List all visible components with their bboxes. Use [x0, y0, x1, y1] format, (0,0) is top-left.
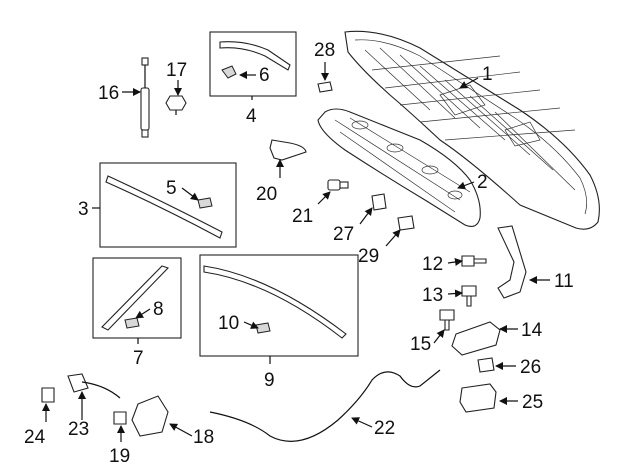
callout-26: 26	[520, 357, 541, 378]
hinge-11-part	[497, 225, 527, 299]
hood-insulator	[317, 108, 481, 227]
bracket-20	[269, 139, 307, 161]
callout-24: 24	[24, 427, 46, 448]
callout-8: 8	[153, 299, 164, 320]
latch-14-part	[451, 321, 501, 356]
seal-9	[203, 265, 347, 339]
bumper-28	[317, 81, 333, 93]
callout-15: 15	[410, 334, 431, 355]
callout-19: 19	[109, 446, 130, 467]
callout-6: 6	[259, 65, 270, 86]
cable-23-part	[67, 373, 89, 393]
latch-18-part	[131, 395, 169, 437]
bolt-12-part	[461, 255, 487, 267]
bumper-26-part	[477, 357, 495, 373]
strut-stud	[165, 95, 187, 115]
callout-1: 1	[482, 64, 493, 85]
box-9	[199, 254, 359, 357]
hood-strut	[140, 57, 150, 138]
bumper-27-part	[371, 193, 387, 211]
callout-labels: 1 2 3 4 5 6 7 8 9 10 11 12 13 14 15 16 1…	[24, 40, 574, 467]
callout-3: 3	[78, 199, 89, 220]
bolt-13-part	[461, 285, 477, 307]
callout-27: 27	[333, 224, 354, 245]
callout-4: 4	[246, 106, 257, 127]
box-7	[92, 257, 182, 339]
callout-5: 5	[166, 178, 177, 199]
callout-17: 17	[166, 60, 187, 81]
callout-25: 25	[522, 392, 543, 413]
callout-12: 12	[422, 254, 443, 275]
callout-21: 21	[292, 206, 313, 227]
seal-7	[101, 265, 170, 331]
bumper-29-part	[397, 215, 415, 231]
box-4	[209, 31, 297, 97]
bolt-19-part	[113, 411, 127, 425]
clip-5-part	[197, 197, 213, 209]
clip-6-part	[221, 65, 237, 79]
leader-lines	[42, 62, 550, 442]
callout-10: 10	[218, 313, 239, 334]
bolt-24-part	[41, 387, 55, 403]
seal-4	[219, 41, 291, 71]
callout-11: 11	[554, 271, 574, 292]
callout-9: 9	[264, 370, 275, 391]
striker-25-part	[459, 383, 497, 413]
bolt-15-part	[439, 309, 455, 331]
callout-20: 20	[256, 184, 277, 205]
release-cable-22	[209, 369, 441, 442]
seal-3	[105, 175, 223, 239]
callout-22: 22	[374, 418, 395, 439]
box-3	[99, 162, 237, 248]
callout-28: 28	[314, 40, 335, 61]
callout-23: 23	[68, 419, 89, 440]
callout-14: 14	[521, 320, 543, 341]
clip-10-part	[255, 322, 271, 334]
callout-29: 29	[358, 246, 379, 267]
clip-8-part	[124, 317, 140, 329]
callout-18: 18	[193, 427, 214, 448]
callout-16: 16	[98, 83, 119, 104]
hood-panel	[344, 30, 600, 230]
callout-7: 7	[133, 348, 144, 369]
callout-13: 13	[422, 285, 443, 306]
bolt-21-part	[327, 179, 349, 191]
callout-2: 2	[477, 172, 488, 193]
